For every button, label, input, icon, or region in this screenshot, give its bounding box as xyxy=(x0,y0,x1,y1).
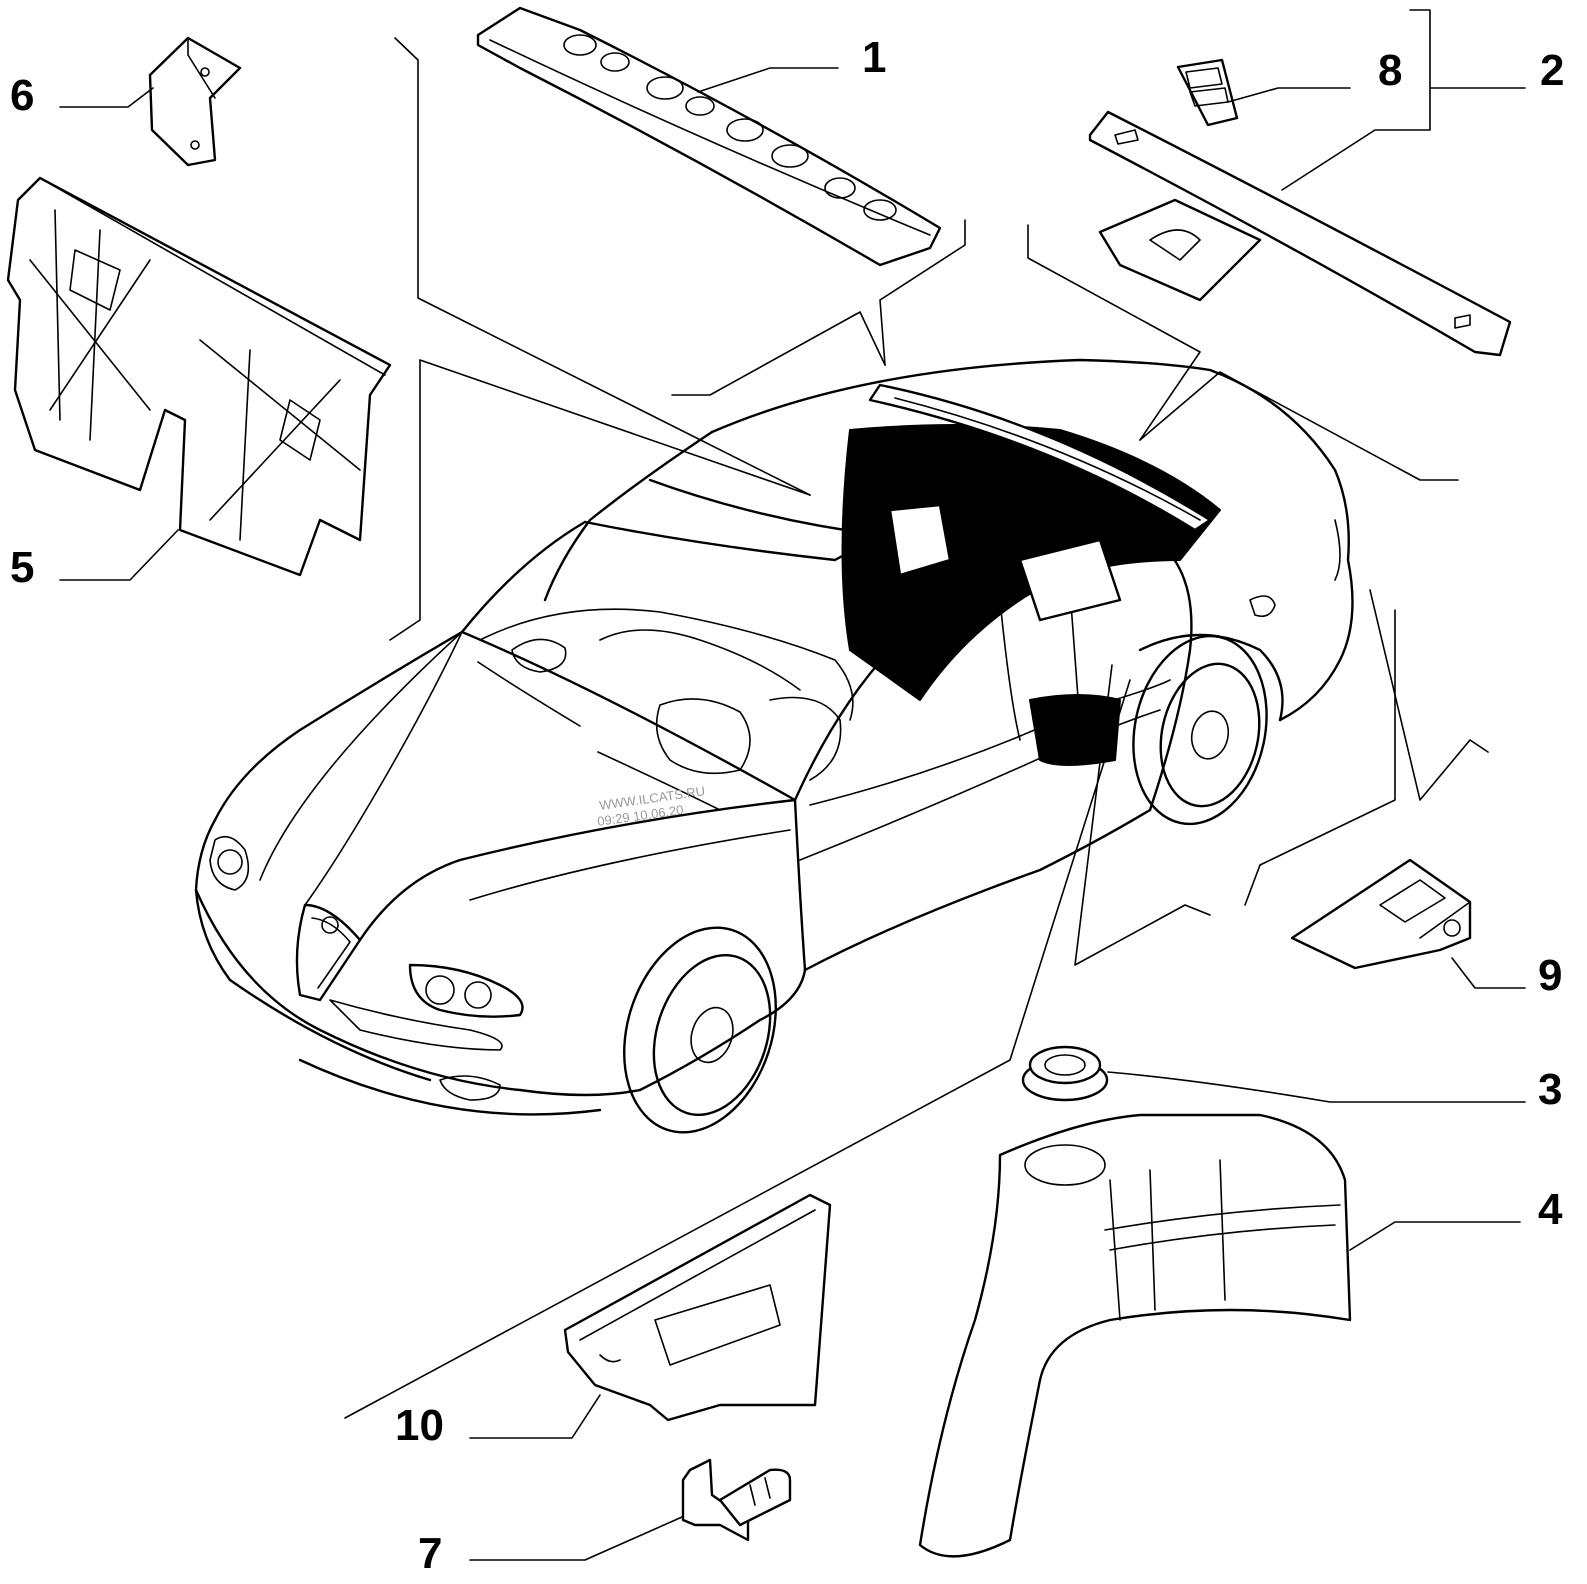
leader-lines xyxy=(59,9,1526,1561)
callout-8: 8 xyxy=(1378,46,1402,95)
callout-3: 3 xyxy=(1538,1065,1562,1114)
callout-6: 6 xyxy=(10,71,34,120)
callout-9: 9 xyxy=(1538,951,1562,1000)
part-4-wheel-arch xyxy=(918,1113,1352,1558)
car-illustration xyxy=(194,358,1354,1134)
part-8-plate xyxy=(1176,58,1239,127)
part-9-tray xyxy=(1290,858,1472,970)
callout-4: 4 xyxy=(1538,1185,1563,1234)
part-2-roof-side-rail xyxy=(1088,110,1512,357)
part-5-rear-bulkhead xyxy=(6,176,392,577)
part-6-bracket xyxy=(148,36,242,167)
assembly-guide-lines xyxy=(344,37,1489,1419)
callout-2: 2 xyxy=(1540,46,1564,95)
part-3-grommet xyxy=(1021,1045,1109,1102)
callout-labels: 1 2 3 4 5 6 7 8 9 10 xyxy=(10,33,1564,1578)
callout-1: 1 xyxy=(862,33,886,82)
watermark: WWW.ILCATS.RU 09:29 10.06.20 xyxy=(596,783,706,829)
part-7-clip xyxy=(681,1458,792,1542)
callout-5: 5 xyxy=(10,543,34,592)
part-10-duct xyxy=(563,1193,832,1422)
callout-7: 7 xyxy=(418,1529,442,1578)
callout-10: 10 xyxy=(395,1401,444,1450)
part-1-roof-crossmember xyxy=(476,6,942,267)
